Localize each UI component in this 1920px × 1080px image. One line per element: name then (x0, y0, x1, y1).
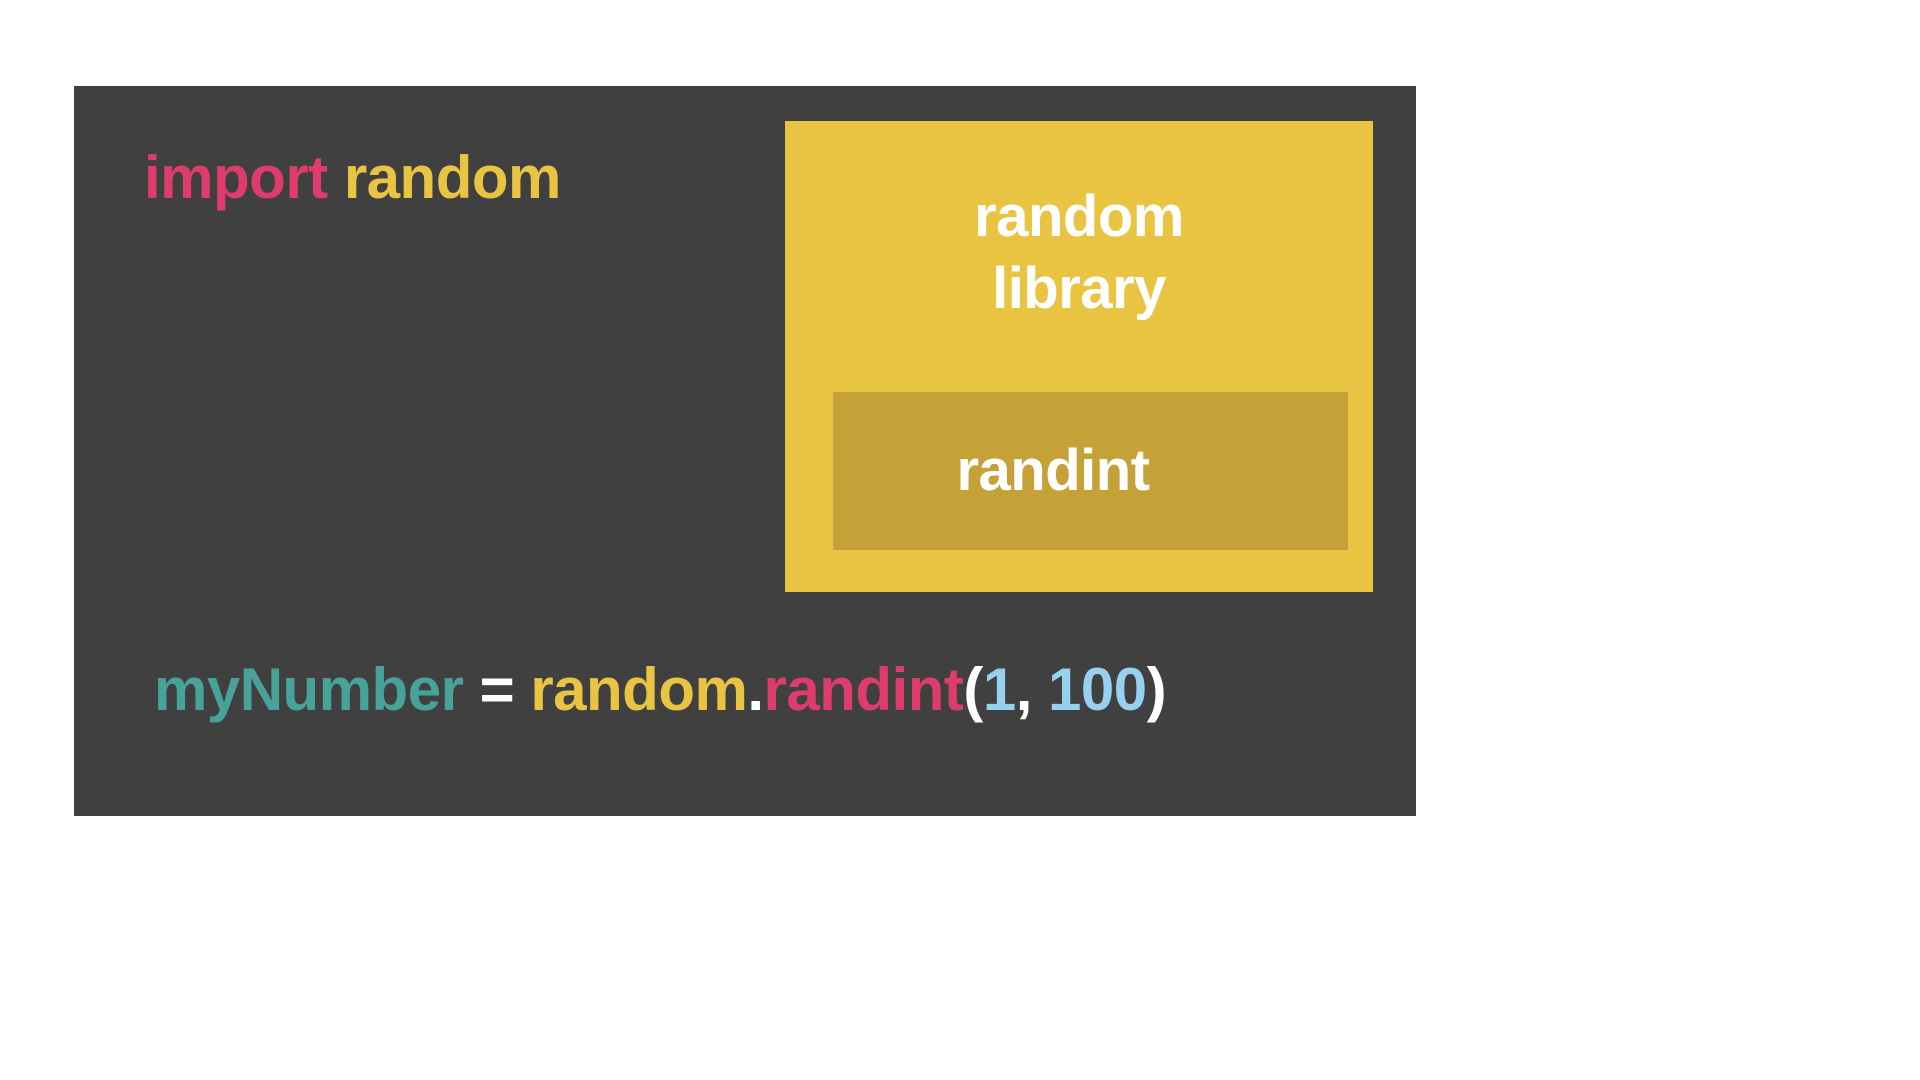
argument-min: 1 (982, 656, 1016, 723)
import-module-name: random (343, 144, 562, 211)
library-title-line-2: library (992, 256, 1166, 321)
assignment-statement: myNumber = random.randint(1, 100) (154, 660, 1167, 720)
dot-operator: . (747, 656, 764, 723)
argument-max: 100 (1048, 656, 1147, 723)
library-title-line-1: random (974, 184, 1184, 249)
import-keyword: import (144, 144, 328, 211)
randint-function-box: randint (833, 392, 1348, 550)
variable-name: myNumber (154, 656, 464, 723)
library-title: random library (785, 181, 1373, 325)
argument-separator: , (1015, 656, 1049, 723)
random-library-box: random library randint (785, 121, 1373, 592)
import-statement: import random (144, 148, 561, 208)
open-paren: ( (963, 656, 983, 723)
close-paren: ) (1146, 656, 1167, 723)
module-reference: random (530, 656, 748, 723)
function-name: randint (763, 656, 964, 723)
code-panel: import random random library randint myN… (74, 86, 1416, 816)
equals-sign: = (463, 656, 531, 723)
function-label: randint (956, 438, 1150, 503)
